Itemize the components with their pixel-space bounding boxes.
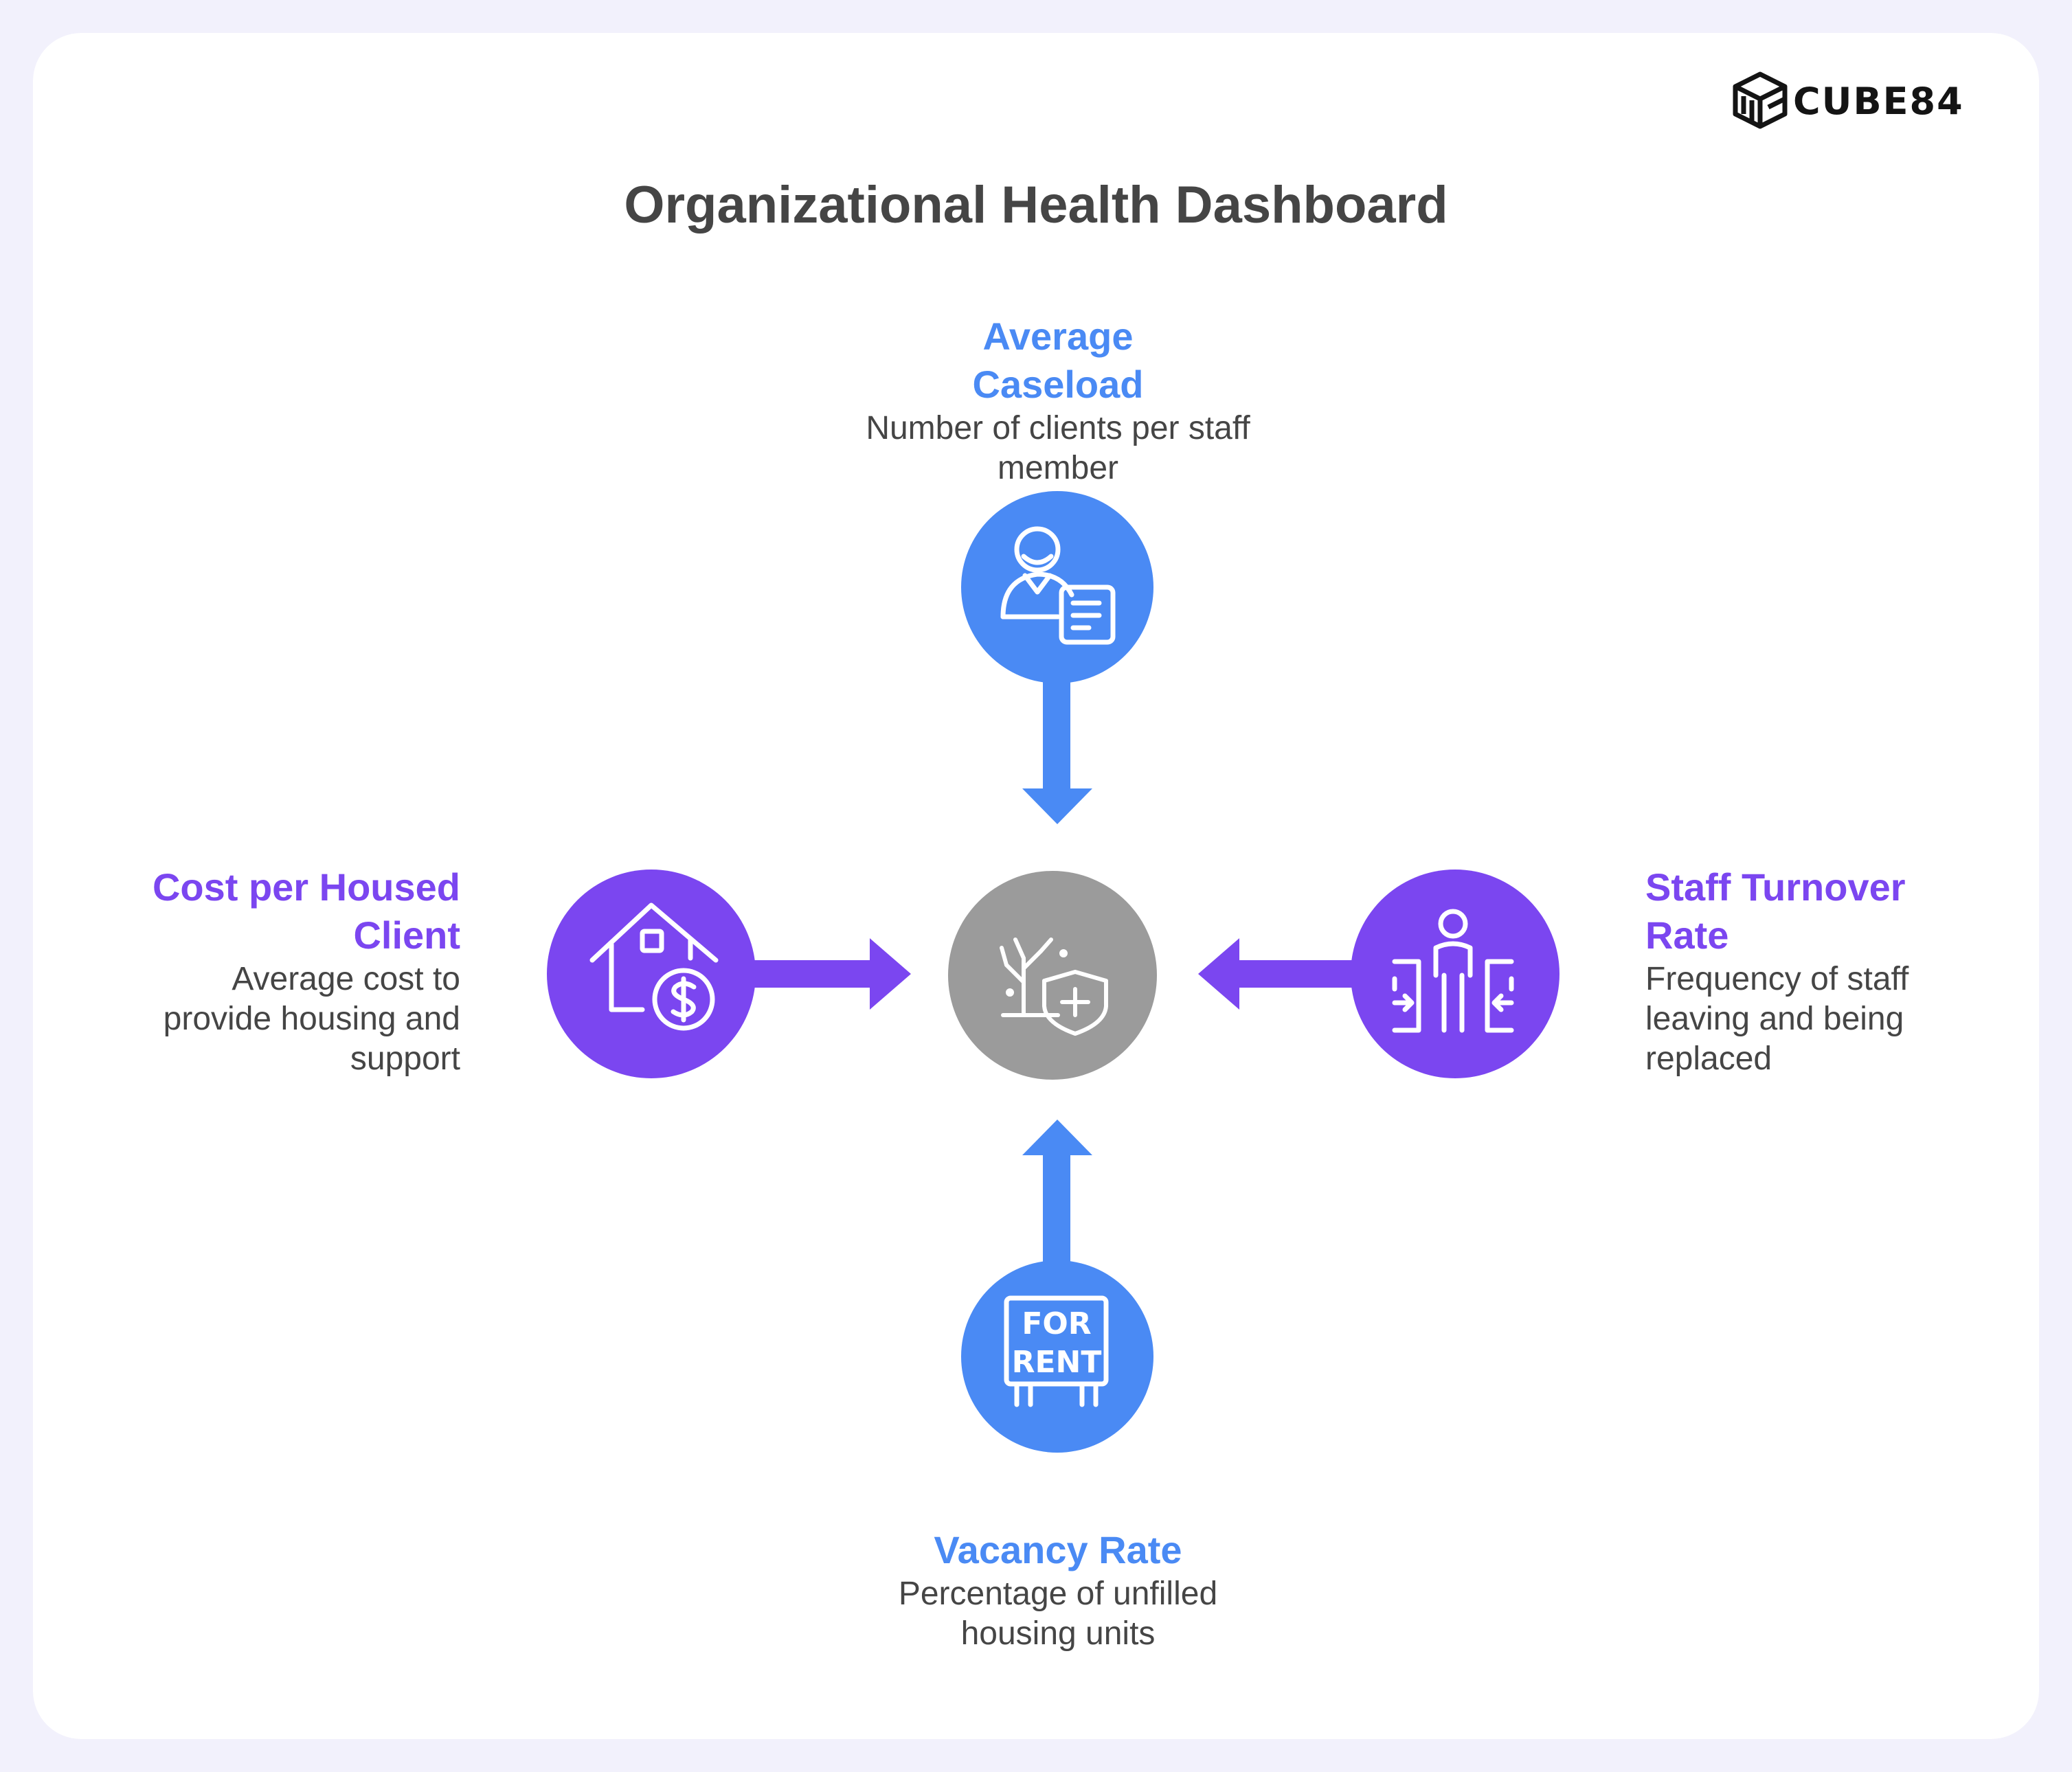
arrow-top-to-center (1022, 673, 1092, 824)
node-left-description: Average cost to provide housing and supp… (163, 961, 460, 1077)
node-left-label: Cost per Housed Client Average cost to p… (117, 863, 460, 1079)
node-right-label: Staff Turnover Rate Frequency of staff l… (1645, 863, 1968, 1079)
node-bottom-label: Vacancy Rate Percentage of unfilled hous… (872, 1526, 1243, 1654)
node-right-title: Staff Turnover Rate (1645, 865, 1906, 957)
sign-text-for: FOR (1022, 1306, 1091, 1341)
node-left-title: Cost per Housed Client (152, 865, 460, 957)
brand-logo: CUBE84 (1730, 69, 1991, 132)
node-center-circle (948, 871, 1157, 1080)
node-top-title: Average Caseload (972, 315, 1144, 406)
node-right-circle (1351, 870, 1559, 1078)
house-dollar-icon (589, 902, 719, 1031)
dead-tree-shield-plus-icon (1000, 938, 1108, 1036)
node-left-circle (547, 870, 756, 1078)
staff-document-icon (1000, 526, 1116, 645)
node-top-circle (961, 491, 1153, 683)
arrow-bottom-to-center (1022, 1120, 1092, 1277)
arrow-left-to-center (745, 938, 911, 1010)
node-top-label: Average Caseload Number of clients per s… (866, 313, 1250, 488)
for-rent-sign-icon: FOR RENT (1004, 1295, 1109, 1407)
cube-logo-icon (1733, 71, 1788, 129)
person-doors-arrows-icon (1392, 909, 1514, 1033)
arrow-right-to-center (1198, 938, 1362, 1010)
node-right-description: Frequency of staff leaving and being rep… (1645, 961, 1909, 1077)
node-bottom-description: Percentage of unfilled housing units (898, 1576, 1218, 1652)
brand-name: CUBE84 (1793, 80, 1964, 123)
node-top-description: Number of clients per staff member (866, 410, 1250, 486)
page-title: Organizational Health Dashboard (624, 176, 1448, 234)
sign-text-rent: RENT (1012, 1345, 1102, 1380)
node-bottom-title: Vacancy Rate (934, 1528, 1182, 1571)
node-bottom-circle: FOR RENT (961, 1260, 1153, 1453)
